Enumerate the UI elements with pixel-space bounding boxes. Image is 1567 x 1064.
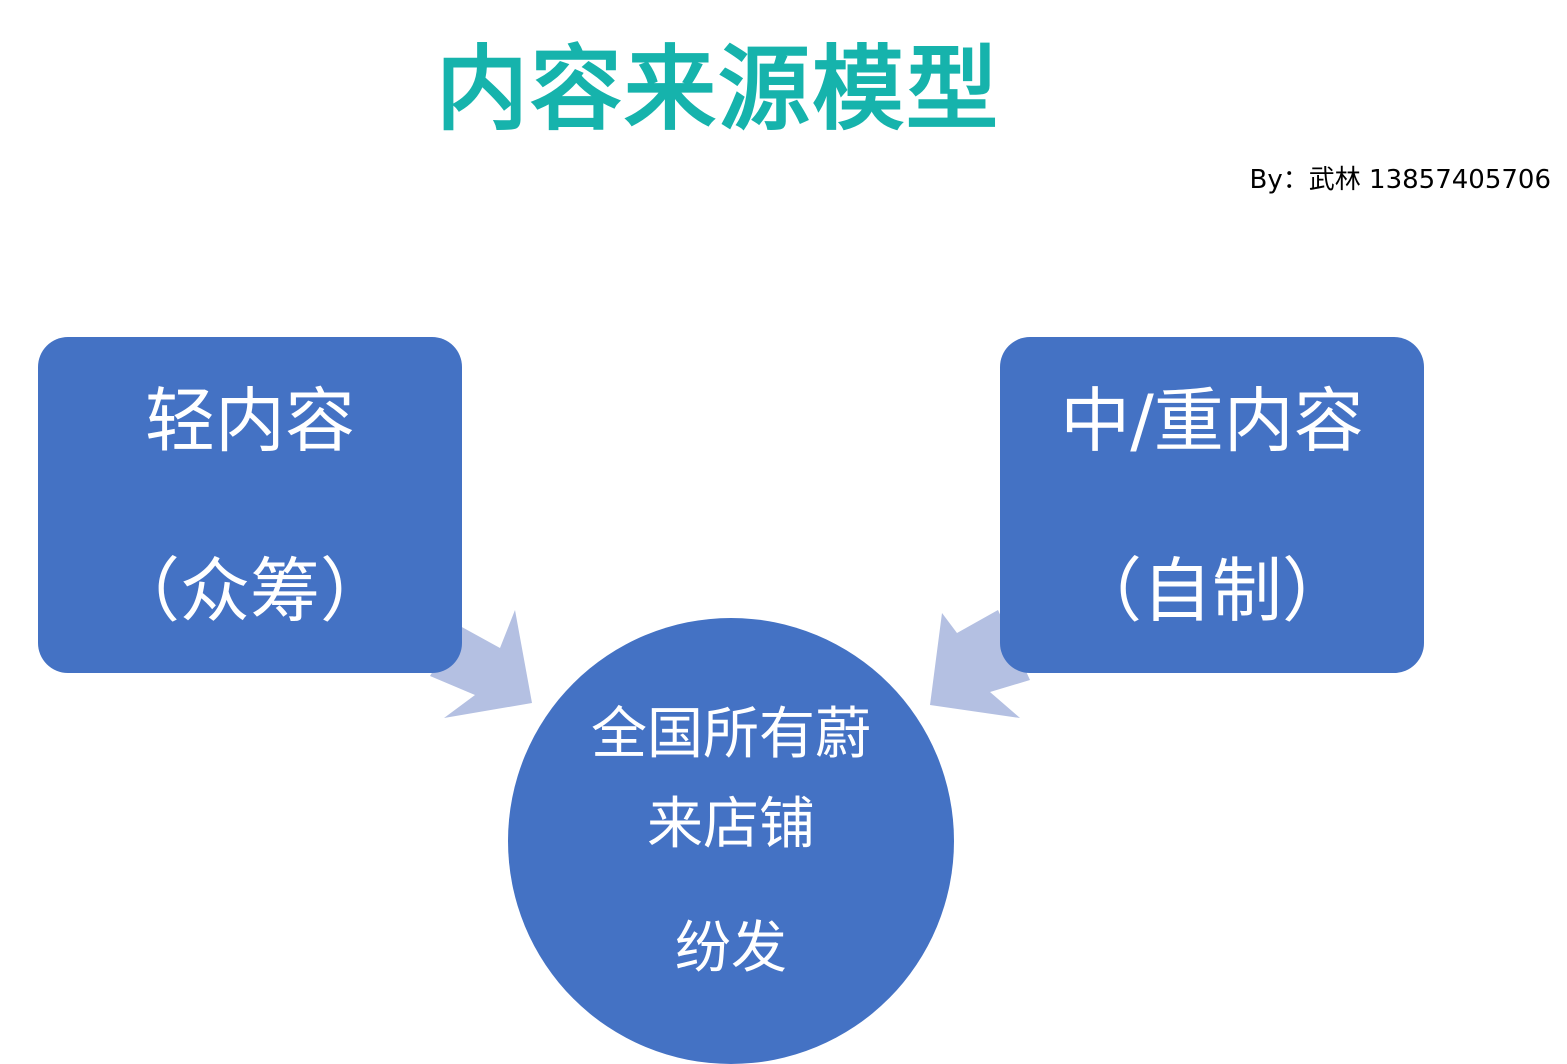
node-heavy-content-label: 中/重内容 [1060, 380, 1364, 462]
node-distribution-line2: 来店铺 [647, 792, 815, 857]
node-light-content: 轻内容 （众筹） [38, 337, 462, 673]
node-heavy-content: 中/重内容 （自制） [1000, 337, 1424, 673]
node-distribution: 全国所有蔚 来店铺 纷发 [508, 618, 954, 1064]
node-distribution-line3: 纷发 [675, 916, 787, 981]
node-distribution-line1: 全国所有蔚 [591, 702, 871, 767]
author-byline: By：武林 13857405706 [1249, 165, 1551, 195]
node-light-content-sub: （众筹） [110, 550, 390, 632]
page-title: 内容来源模型 [436, 36, 1001, 143]
node-heavy-content-sub: （自制） [1072, 550, 1352, 632]
node-light-content-label: 轻内容 [145, 380, 355, 462]
